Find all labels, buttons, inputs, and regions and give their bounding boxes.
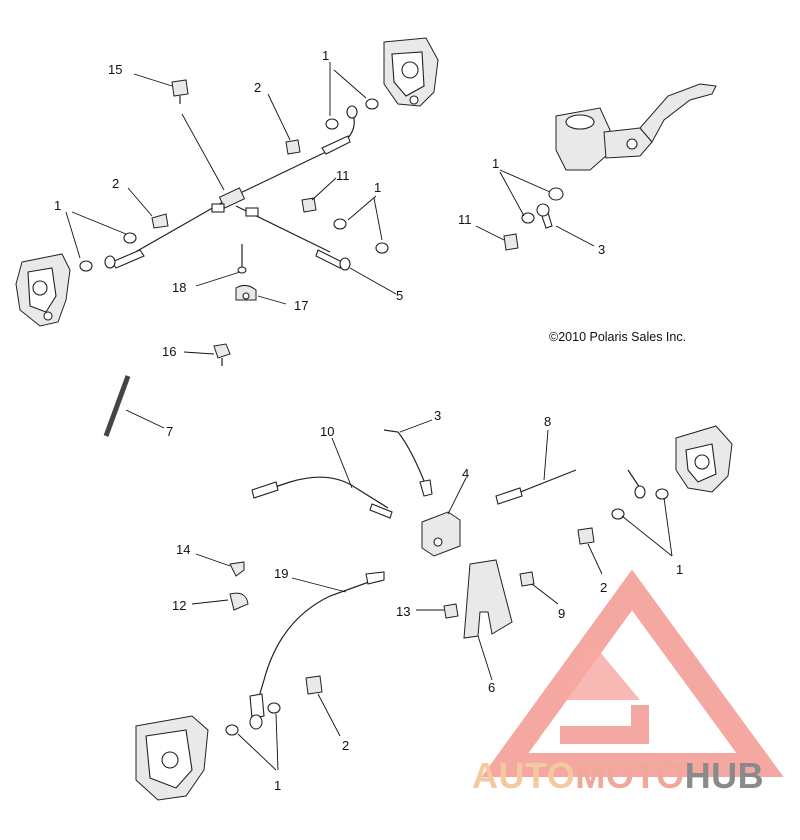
callout-3b: 3 <box>434 408 441 423</box>
callout-2a: 2 <box>254 80 261 95</box>
callout-2c: 2 <box>600 580 607 595</box>
callout-1a: 1 <box>322 48 329 63</box>
front-left-caliper <box>15 253 71 327</box>
callout-1b: 1 <box>54 198 61 213</box>
callout-16: 16 <box>162 344 176 359</box>
brand-part-moto: MOTO <box>575 755 685 796</box>
callout-labels: 1 1 1 1 1 1 2 2 2 2 3 3 4 5 6 7 8 9 10 1… <box>54 48 683 793</box>
brand-part-auto: AUTO <box>472 755 576 796</box>
callout-5: 5 <box>396 288 403 303</box>
callout-18: 18 <box>172 280 186 295</box>
callout-11b: 11 <box>458 212 472 227</box>
callout-2b: 2 <box>112 176 119 191</box>
callout-12: 12 <box>172 598 186 613</box>
callout-19: 19 <box>274 566 288 581</box>
callout-2d: 2 <box>342 738 349 753</box>
upper-brake-line-network <box>104 105 358 271</box>
callout-1c: 1 <box>374 180 381 195</box>
callout-14: 14 <box>176 542 190 557</box>
callout-7: 7 <box>166 424 173 439</box>
callout-1d: 1 <box>492 156 499 171</box>
callout-11a: 11 <box>336 168 350 183</box>
watermark-logo-triangle <box>481 569 784 777</box>
watermark-brand-text: AUTOMOTOHUB <box>472 755 764 797</box>
callout-17: 17 <box>294 298 308 313</box>
callout-3a: 3 <box>598 242 605 257</box>
callout-15: 15 <box>108 62 122 77</box>
callout-9: 9 <box>558 606 565 621</box>
upper-washers-and-bolts <box>79 79 564 272</box>
callout-1e: 1 <box>676 562 683 577</box>
callout-13: 13 <box>396 604 410 619</box>
callout-6: 6 <box>488 680 495 695</box>
master-cylinder-assembly <box>555 83 717 171</box>
copyright-notice: ©2010 Polaris Sales Inc. <box>549 330 687 344</box>
brand-part-hub: HUB <box>684 755 765 796</box>
callout-4: 4 <box>462 466 469 481</box>
callout-10: 10 <box>320 424 334 439</box>
front-right-caliper <box>383 37 439 107</box>
callout-1f: 1 <box>274 778 281 793</box>
callout-8: 8 <box>544 414 551 429</box>
lower-brake-lines <box>135 425 733 801</box>
callout-leader-lines <box>65 62 673 771</box>
small-parts-clips <box>103 244 257 437</box>
